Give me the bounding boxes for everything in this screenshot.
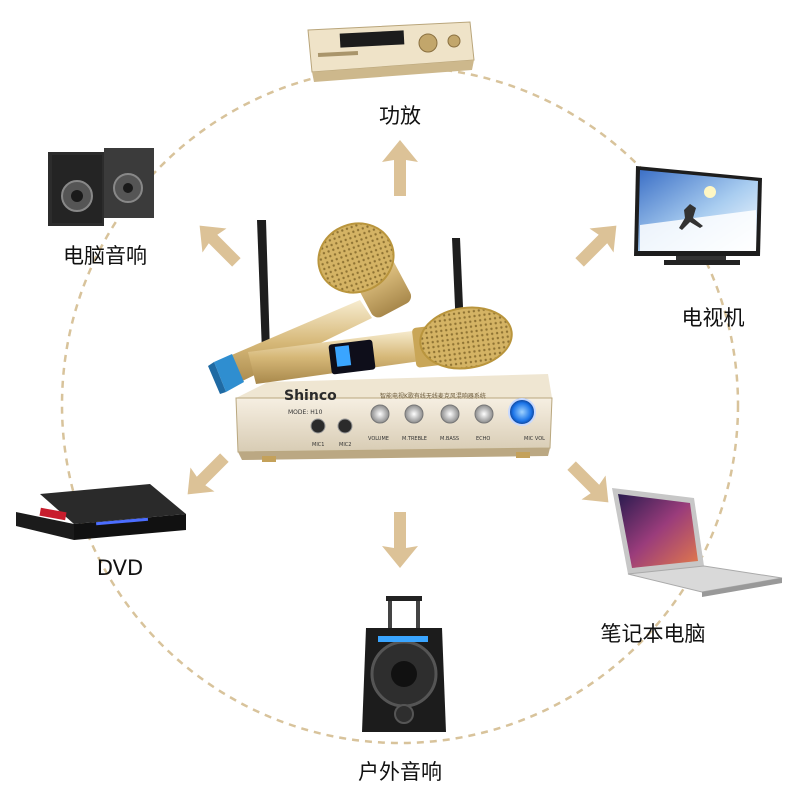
karaoke-system-image: Shinco MODE: H10 智能电视K歌有线无线麦克风混响器系统 MIC1… xyxy=(208,220,553,462)
antenna-left xyxy=(257,220,270,352)
knob-label-echo: ECHO xyxy=(476,436,490,442)
model-text: MODE: H10 xyxy=(288,409,323,416)
laptop-image xyxy=(612,488,783,597)
pc-speakers-image xyxy=(48,148,154,226)
arrow-down-icon xyxy=(382,512,418,568)
dvd-image xyxy=(16,484,186,540)
label-dvd: DVD xyxy=(96,556,144,580)
label-amplifier: 功放 xyxy=(379,104,421,128)
knob-label-volume: VOLUME xyxy=(368,436,389,442)
mic-vol-label: MIC VOL xyxy=(524,436,545,442)
label-tv: 电视机 xyxy=(681,306,745,330)
bass-knob xyxy=(440,404,460,424)
outdoor-speaker-image xyxy=(362,596,446,732)
receiver-caption: 智能电视K歌有线无线麦克风混响器系统 xyxy=(380,392,486,400)
arrow-down-right-icon xyxy=(567,461,609,503)
amplifier-image xyxy=(307,21,475,82)
volume-knob xyxy=(370,404,390,424)
label-laptop: 笔记本电脑 xyxy=(600,622,706,646)
treble-knob xyxy=(404,404,424,424)
mic-port-label-2: MIC2 xyxy=(339,442,351,448)
tv-image xyxy=(634,166,762,265)
label-outdoor-speaker: 户外音响 xyxy=(358,760,442,784)
arrow-up-icon xyxy=(382,140,418,196)
arrow-up-right-icon xyxy=(575,225,617,267)
label-pc-speakers: 电脑音响 xyxy=(63,244,147,268)
knob-label-bass: M.BASS xyxy=(440,436,459,442)
arrow-up-left-icon xyxy=(199,225,241,267)
mic-port-label-1: MIC1 xyxy=(312,442,324,448)
brand-text: Shinco xyxy=(284,388,337,404)
mic-vol-knob xyxy=(508,398,536,426)
microphone-2 xyxy=(248,306,513,384)
arrow-down-left-icon xyxy=(187,453,229,495)
antenna-right xyxy=(452,238,464,330)
arrows xyxy=(187,140,617,568)
echo-knob xyxy=(474,404,494,424)
knob-label-treble: M.TREBLE xyxy=(402,436,427,442)
